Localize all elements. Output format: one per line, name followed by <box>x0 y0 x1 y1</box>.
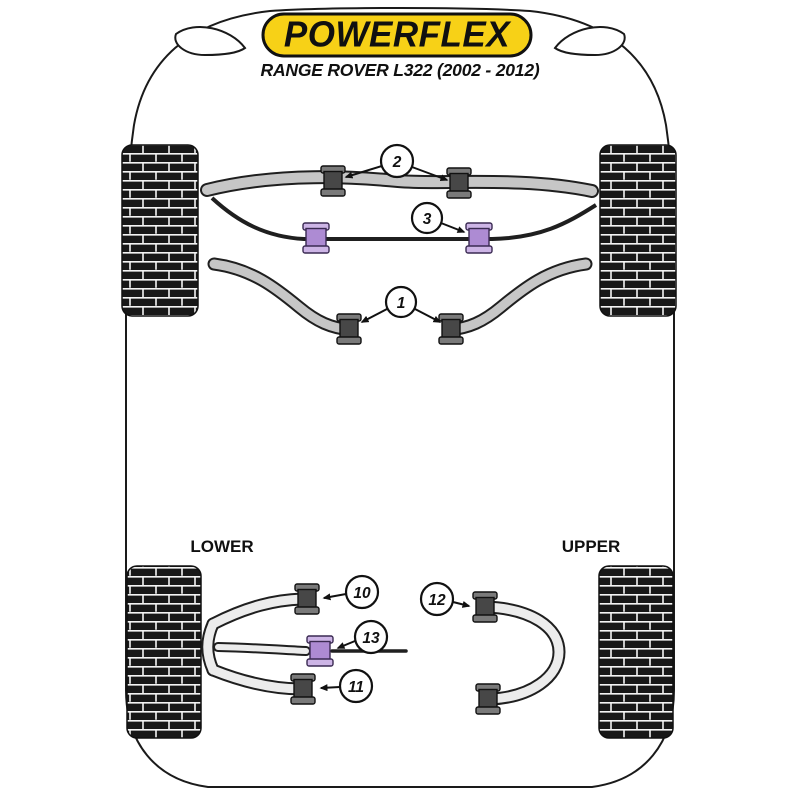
callout-11: 11 <box>338 668 374 704</box>
callout-arrows <box>319 165 471 692</box>
arrow-2-right <box>411 166 449 182</box>
front-anti-roll-bar <box>210 196 598 241</box>
rear-left-tire <box>126 565 202 739</box>
arrow-13 <box>336 640 356 649</box>
tires <box>121 144 677 739</box>
left-mirror <box>174 26 247 57</box>
front-right-tire <box>599 144 677 317</box>
rear-upper-section-label: UPPER <box>561 537 621 556</box>
rear-lower-arm-upper-limb-face <box>208 594 307 629</box>
rear-upper-rear-bushing <box>475 683 501 715</box>
front-lower-bushing-left <box>336 313 362 345</box>
powerflex-logo-text: POWERFLEX <box>283 14 511 55</box>
right-mirror <box>553 26 626 57</box>
arrow-10 <box>322 593 347 601</box>
rear-upper-front-bushing <box>472 591 498 623</box>
rear-arb-bushing <box>306 635 334 667</box>
rear-lower-arm-hub-side-face <box>203 619 218 675</box>
callout-3-number: 3 <box>423 211 432 228</box>
callout-13-number: 13 <box>362 630 380 647</box>
rear-lower-front-bushing <box>294 583 320 615</box>
arrow-3 <box>440 222 466 233</box>
rear-lower-arm-assembly <box>201 583 408 705</box>
car-body-outline <box>125 7 675 788</box>
arrow-1-right <box>414 308 442 323</box>
callout-13: 13 <box>353 619 389 655</box>
arrow-1-left <box>360 308 388 323</box>
callout-1-number: 1 <box>397 295 406 312</box>
callout-10-number: 10 <box>353 585 371 602</box>
callout-10: 10 <box>344 574 380 610</box>
callout-12: 12 <box>419 581 455 617</box>
rear-upper-arm-assembly <box>472 591 566 715</box>
front-suspension <box>200 165 599 345</box>
arrow-2-left <box>344 165 383 179</box>
rear-upper-arm-face <box>482 602 564 704</box>
rear-lower-section-label: LOWER <box>190 537 254 556</box>
front-lower-arm-right-face <box>444 259 591 335</box>
callout-2-number: 2 <box>392 154 402 171</box>
front-upper-bar-face <box>202 172 597 196</box>
callout-3: 3 <box>410 201 444 235</box>
rear-lower-rear-bushing <box>290 673 316 705</box>
rear-right-tire <box>598 565 674 739</box>
callout-12-number: 12 <box>428 592 446 609</box>
front-lower-bushing-right <box>438 313 464 345</box>
callout-1: 1 <box>384 285 418 319</box>
front-left-tire <box>121 144 199 317</box>
front-upper-bushing-right <box>446 167 472 199</box>
callout-2: 2 <box>379 143 415 179</box>
rear-lower-arm-mid-link-face <box>215 644 309 654</box>
front-upper-bushing-left <box>320 165 346 197</box>
front-arb-bushing-right <box>465 222 493 254</box>
front-arb-bushing-left <box>302 222 330 254</box>
arrow-12 <box>452 601 471 608</box>
powerflex-logo-banner <box>261 12 533 58</box>
vehicle-model-title: RANGE ROVER L322 (2002 - 2012) <box>260 60 540 80</box>
arrow-11 <box>319 684 341 692</box>
front-lower-arm-left-face <box>209 259 356 335</box>
callout-11-number: 11 <box>348 679 364 696</box>
